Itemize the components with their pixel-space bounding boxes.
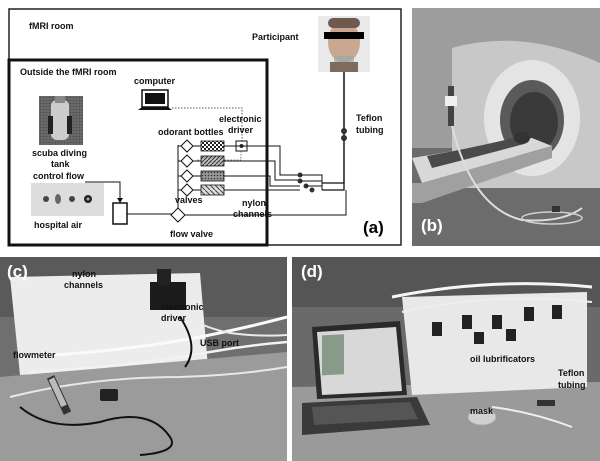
participant-face xyxy=(318,16,370,72)
c-flowmeter-label: flowmeter xyxy=(13,350,56,360)
panel-d-photo: (d) oil lubrificators Teflon tubing mask xyxy=(292,257,600,461)
flow-valve-label: flow valve xyxy=(170,229,214,239)
c-usb-port-label: USB port xyxy=(200,338,239,348)
flow-valve xyxy=(170,207,186,223)
d-mask-label: mask xyxy=(470,406,494,416)
fmri-room-label: fMRI room xyxy=(29,21,74,31)
panel-a-label: (a) xyxy=(363,218,384,237)
panel-c-photo: (c) nylon channels electronic driver USB… xyxy=(0,257,287,461)
control-flow-photo xyxy=(31,183,104,216)
panel-a: fMRI room Participant Outside the fMRI r… xyxy=(0,0,405,248)
panel-a-schematic xyxy=(7,8,402,247)
scuba-label-1: scuba diving xyxy=(32,148,88,158)
mri-scanner-image xyxy=(412,8,600,246)
setup-photo-image xyxy=(0,257,287,461)
control-flow-label: control flow xyxy=(33,171,84,181)
hospital-air-label: hospital air xyxy=(34,220,83,230)
mixing-box xyxy=(112,202,128,225)
participant-label: Participant xyxy=(252,32,299,42)
teflon-label-1: Teflon xyxy=(356,113,383,123)
c-nylon-label-2: channels xyxy=(64,280,104,290)
valves-label: valves xyxy=(175,195,203,205)
scuba-label-2: tank xyxy=(51,159,70,169)
nylon-label-1: nylon xyxy=(242,198,266,208)
panel-b-label: (b) xyxy=(421,216,443,235)
panel-c-label: (c) xyxy=(7,262,28,281)
teflon-label-2: tubing xyxy=(356,125,384,135)
computer-label: computer xyxy=(134,76,176,86)
laptop-photo-image xyxy=(292,257,600,461)
outside-room-box xyxy=(7,58,269,247)
scuba-tank-photo xyxy=(39,96,83,145)
c-nylon-label-1: nylon xyxy=(72,269,96,279)
nylon-channels xyxy=(224,145,300,191)
nylon-label-2: channels xyxy=(233,209,273,219)
panel-d-label: (d) xyxy=(301,262,323,281)
computer-icon xyxy=(138,89,172,110)
outside-room-label: Outside the fMRI room xyxy=(20,67,117,77)
panel-b-photo: (b) xyxy=(412,8,600,246)
d-teflon-label-2: tubing xyxy=(558,380,586,390)
c-electronic-label-2: driver xyxy=(161,313,187,323)
electronic-driver-label-2: driver xyxy=(228,125,254,135)
electronic-driver-label-1: electronic xyxy=(219,114,262,124)
d-teflon-label-1: Teflon xyxy=(558,368,585,378)
c-electronic-label-1: electronic xyxy=(161,302,204,312)
d-oil-lubricators-label: oil lubrificators xyxy=(470,354,536,364)
odorant-bottles-label: odorant bottles xyxy=(158,127,224,137)
